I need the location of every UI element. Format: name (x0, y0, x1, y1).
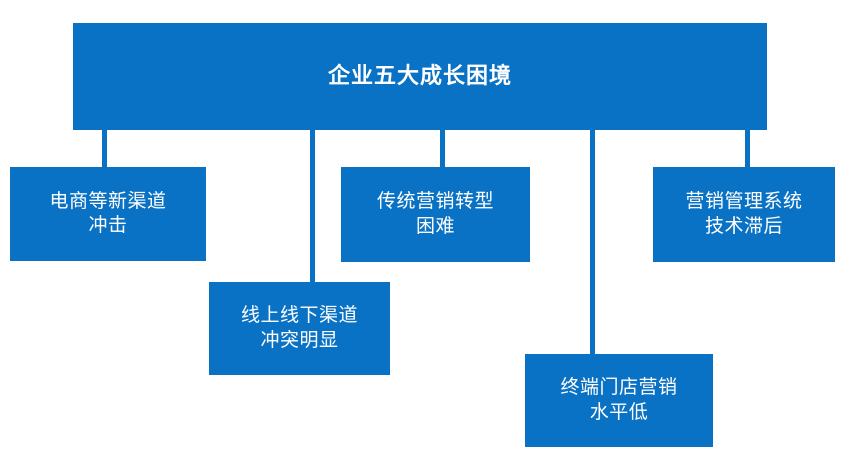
connector-root-to-child-3 (440, 130, 445, 168)
connector-root-to-child-5 (745, 130, 750, 168)
root-node[interactable]: 企业五大成长困境 (73, 23, 767, 130)
connector-root-to-child-2 (310, 130, 315, 283)
child-node-3[interactable]: 传统营销转型 困难 (341, 167, 530, 262)
child-node-2[interactable]: 线上线下渠道 冲突明显 (209, 282, 390, 375)
child-node-1[interactable]: 电商等新渠道 冲击 (10, 167, 206, 261)
child-node-4[interactable]: 终端门店营销 水平低 (525, 354, 713, 447)
connector-root-to-child-4 (590, 130, 595, 355)
connector-root-to-child-1 (102, 130, 107, 168)
child-node-5[interactable]: 营销管理系统 技术滞后 (653, 167, 835, 262)
